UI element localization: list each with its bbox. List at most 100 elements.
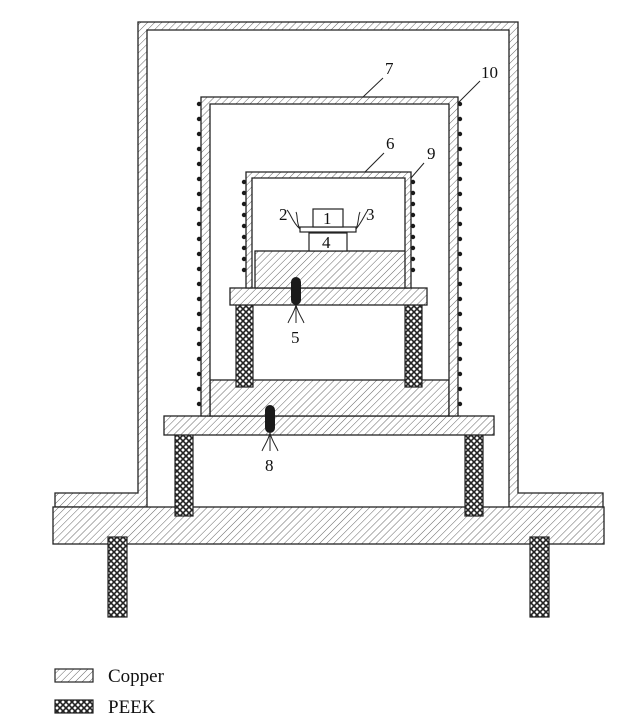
heater-winding-dot xyxy=(457,251,463,257)
heater-winding-dot xyxy=(410,190,416,196)
heater-winding-dot xyxy=(457,371,463,377)
heater-winding-dot xyxy=(457,266,463,272)
heater-winding-dot xyxy=(457,356,463,362)
outer-shield xyxy=(54,21,604,508)
heater-winding-dot xyxy=(457,341,463,347)
heater-winding-dot xyxy=(241,190,247,196)
heater-winding-dot xyxy=(196,356,202,362)
upper-support-right xyxy=(404,296,423,388)
heater-winding-dot xyxy=(410,256,416,262)
heater-winding-dot xyxy=(196,221,202,227)
leader-9 xyxy=(410,162,425,179)
legend-peek-swatch xyxy=(54,699,94,714)
wire-right xyxy=(355,209,369,230)
heater-winding-dot xyxy=(241,245,247,251)
upper-support-left xyxy=(235,296,254,388)
label-6: 6 xyxy=(386,134,395,153)
upper-stage-flange xyxy=(229,287,428,306)
heater-winding-dot xyxy=(196,206,202,212)
thermometer-8-leads xyxy=(261,432,279,452)
heater-winding-dot xyxy=(457,326,463,332)
heater-winding-dot xyxy=(410,234,416,240)
heater-winding-dot xyxy=(457,161,463,167)
heater-winding-dot xyxy=(196,101,202,107)
base-leg-right xyxy=(529,536,550,618)
heater-winding-dot xyxy=(457,131,463,137)
leader-10 xyxy=(457,80,481,104)
legend-copper-label: Copper xyxy=(108,666,165,687)
sample-holder xyxy=(308,232,348,252)
sample xyxy=(312,208,344,228)
legend-peek-label: PEEK xyxy=(108,697,156,718)
heater-winding-dot xyxy=(196,191,202,197)
heater-winding-dot xyxy=(457,116,463,122)
heater-winding-dot xyxy=(457,146,463,152)
heater-winding-dot xyxy=(410,223,416,229)
heater-winding-dot xyxy=(457,296,463,302)
heater-winding-dot xyxy=(196,266,202,272)
middle-shield xyxy=(200,96,459,417)
leader-6 xyxy=(364,152,385,173)
heater-winding-dot xyxy=(196,116,202,122)
lower-support-left xyxy=(174,425,194,517)
heater-winding-dot xyxy=(457,101,463,107)
heater-winding-dot xyxy=(457,176,463,182)
label-7: 7 xyxy=(385,59,394,78)
heater-winding-dot xyxy=(457,221,463,227)
inner-shield-heater-winding xyxy=(241,179,416,273)
heater-winding-dot xyxy=(196,341,202,347)
thermometer-5 xyxy=(291,277,301,305)
heater-winding-dot xyxy=(457,401,463,407)
legend: Copper PEEK xyxy=(54,666,165,718)
middle-shield-heater-winding xyxy=(196,101,463,407)
heater-winding-dot xyxy=(410,245,416,251)
heater-winding-dot xyxy=(457,386,463,392)
heater-winding-dot xyxy=(196,386,202,392)
label-1: 1 xyxy=(323,209,332,228)
heater-winding-dot xyxy=(410,201,416,207)
base-plate xyxy=(52,506,605,545)
thermometer-8 xyxy=(265,405,275,433)
heater-winding-dot xyxy=(241,223,247,229)
heater-winding-dot xyxy=(196,161,202,167)
heater-winding-dot xyxy=(457,206,463,212)
label-10: 10 xyxy=(481,63,498,82)
heater-winding-dot xyxy=(196,401,202,407)
lower-stage-flange xyxy=(163,415,495,436)
heater-winding-dot xyxy=(410,179,416,185)
heater-winding-dot xyxy=(196,371,202,377)
heater-winding-dot xyxy=(241,212,247,218)
label-3: 3 xyxy=(366,205,375,224)
label-5: 5 xyxy=(291,328,300,347)
heater-winding-dot xyxy=(410,267,416,273)
heater-winding-dot xyxy=(196,281,202,287)
heater-winding-dot xyxy=(196,236,202,242)
heater-winding-dot xyxy=(196,311,202,317)
heater-winding-dot xyxy=(241,234,247,240)
lower-support-right xyxy=(464,425,484,517)
heater-winding-dot xyxy=(241,256,247,262)
thermometer-5-leads xyxy=(287,304,305,324)
upper-stage-block xyxy=(254,250,408,289)
heater-winding-dot xyxy=(196,176,202,182)
leader-7 xyxy=(362,77,384,98)
heater-winding-dot xyxy=(457,236,463,242)
wire-left xyxy=(286,209,301,230)
heater-winding-dot xyxy=(196,296,202,302)
heater-winding-dot xyxy=(457,281,463,287)
heater-winding-dot xyxy=(196,131,202,137)
heater-winding-dot xyxy=(196,251,202,257)
label-8: 8 xyxy=(265,456,274,475)
heater-winding-dot xyxy=(241,267,247,273)
label-9: 9 xyxy=(427,144,436,163)
heater-winding-dot xyxy=(457,191,463,197)
base-leg-left xyxy=(107,536,128,618)
heater-winding-dot xyxy=(241,179,247,185)
heater-winding-dot xyxy=(457,311,463,317)
label-4: 4 xyxy=(322,233,331,252)
heater-winding-dot xyxy=(196,326,202,332)
heater-winding-dot xyxy=(410,212,416,218)
label-2: 2 xyxy=(279,205,288,224)
